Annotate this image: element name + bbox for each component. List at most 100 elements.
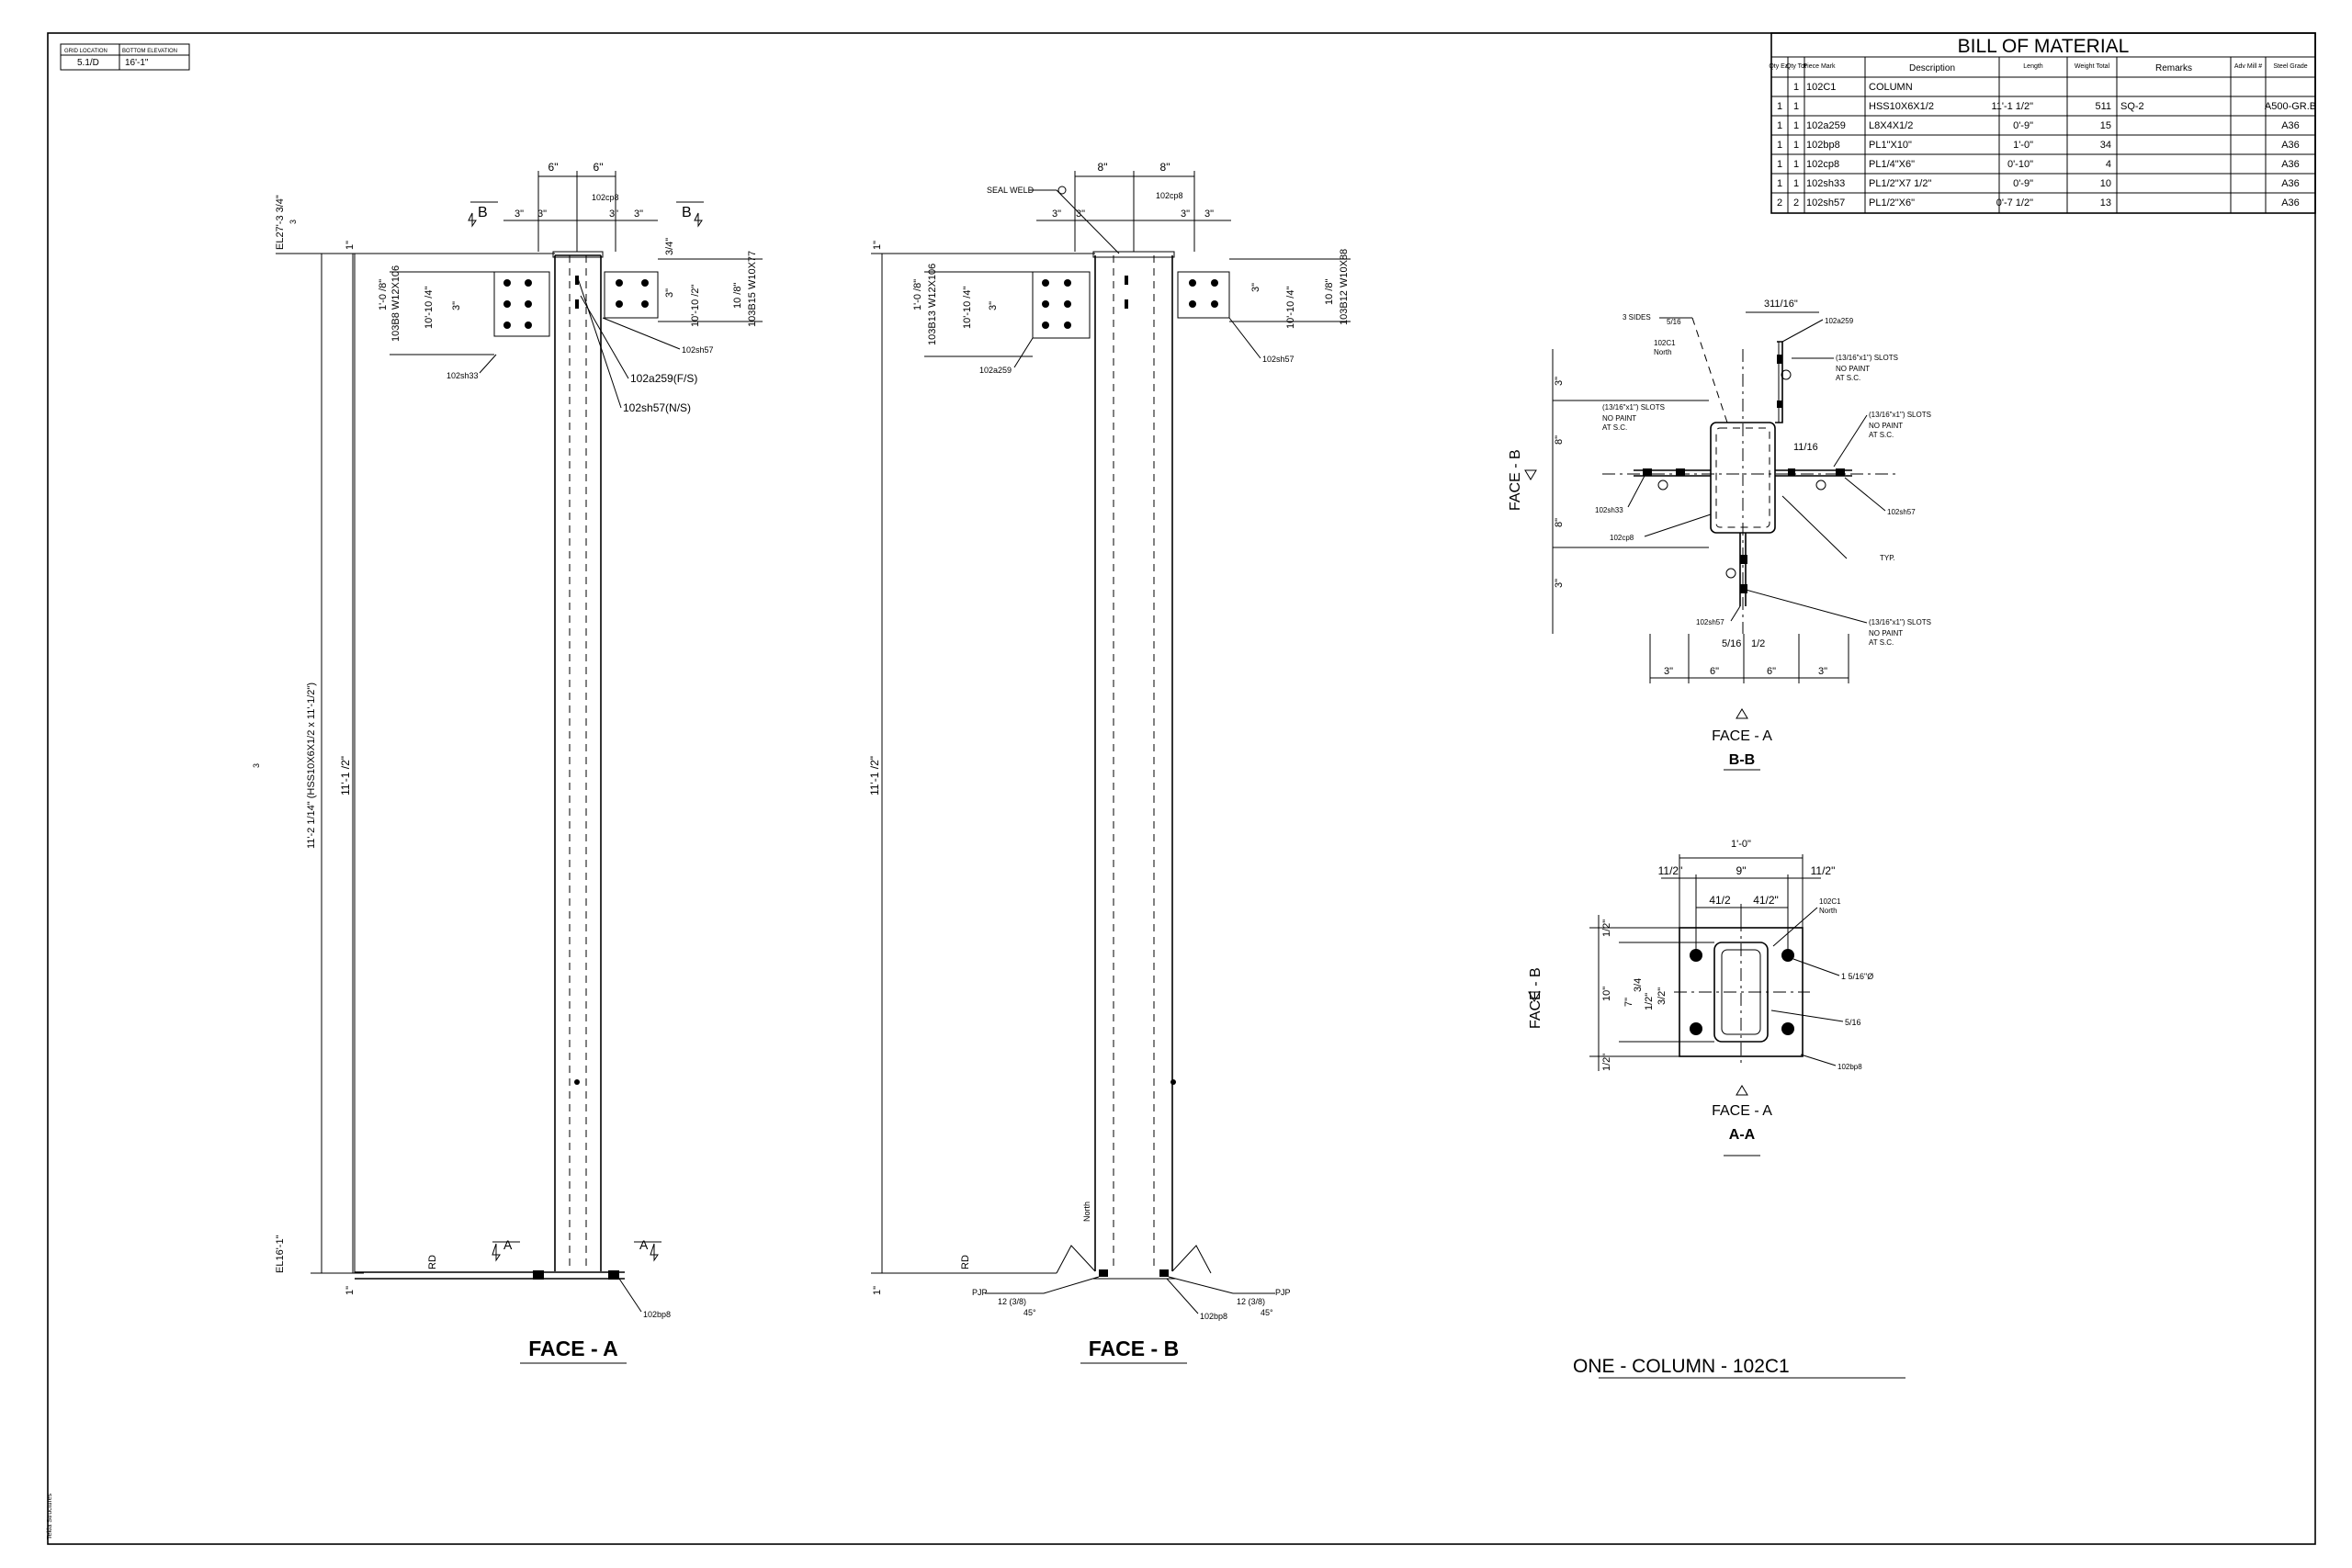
bb-dim-half: 1/2 xyxy=(1751,638,1765,649)
bom-cell: 4 xyxy=(2106,159,2111,170)
face-b-weld-size-right: 12 (3/8) xyxy=(1237,1297,1265,1306)
face-a-dim-3d: 3" xyxy=(634,209,643,220)
bb-no-paint-1: NO PAINT xyxy=(1836,365,1870,373)
bom-cell: 1 xyxy=(1793,120,1799,131)
aa-side-dim-2: 10" xyxy=(1601,987,1612,1001)
face-a-el-top: EL27'-3 3/4" xyxy=(275,195,286,250)
bom-cell: 0'-9" xyxy=(2013,178,2033,189)
face-a-a259: 102a259(F/S) xyxy=(630,372,697,385)
grid-location-block: GRID LOCATION BOTTOM ELEVATION 5.1/D 16'… xyxy=(60,43,190,71)
bb-slots-1: (13/16"x1") SLOTS xyxy=(1836,354,1898,362)
bom-header-cell: Qty Ea. xyxy=(1769,63,1790,70)
bb-face-b: FACE - B xyxy=(1508,449,1523,511)
face-a-overall-dim: 11'-2 1/14" (HSS10X6X1/2 x 11'-1/2") xyxy=(306,682,317,849)
aa-dim-inner-1: 41/2 xyxy=(1709,894,1731,907)
bom-cell: 102sh33 xyxy=(1806,178,1845,189)
bb-slots-2: (13/16"x1") SLOTS xyxy=(1602,403,1665,412)
bom-cell: 0'-7 1/2" xyxy=(1996,197,2033,209)
bottom-elevation-label: BOTTOM ELEVATION xyxy=(122,49,177,54)
bom-cell: PL1/2"X6" xyxy=(1869,197,1915,209)
bb-three-sides: 3 SIDES xyxy=(1623,313,1651,321)
bom-cell: 1 xyxy=(1777,178,1782,189)
face-a-beam-left-dim: 1'-0 /8" xyxy=(378,279,389,310)
bom-cell: 1 xyxy=(1777,120,1782,131)
face-a-dim-3a: 3" xyxy=(514,209,524,220)
bom-cell: 2 xyxy=(1793,197,1799,209)
bb-north: North xyxy=(1654,348,1672,356)
bom-cell: 1 xyxy=(1793,140,1799,151)
face-a-one-in-top: 1" xyxy=(345,241,356,250)
face-a-sh57-top: 102sh57 xyxy=(682,345,714,355)
bom-header-cell: Length xyxy=(2023,63,2043,70)
bb-cp8: 102cp8 xyxy=(1610,534,1634,542)
bom-cell: 0'-10" xyxy=(2007,159,2033,170)
aa-weld: 5/16 xyxy=(1845,1018,1861,1027)
bom-cell: 34 xyxy=(2100,140,2111,151)
bom-cell: 1'-0" xyxy=(2013,140,2033,151)
aa-inner-side-2: 3/4 xyxy=(1633,978,1644,992)
bb-top-dim: 311/16" xyxy=(1764,299,1798,310)
bom-cell: L8X4X1/2 xyxy=(1869,120,1913,131)
bb-at-sc-1: AT S.C. xyxy=(1836,374,1860,382)
bb-side-dim-3: 8" xyxy=(1554,518,1565,527)
bom-cell: SQ-2 xyxy=(2120,101,2144,112)
bb-no-paint-4: NO PAINT xyxy=(1869,629,1903,637)
aa-inner-side-3: 1/2" xyxy=(1644,993,1655,1010)
face-a-dim-3b: 3" xyxy=(537,209,547,220)
bom-cell: A500-GR.B xyxy=(2265,101,2316,112)
face-b-beam-left: 103B13 W12X106 xyxy=(927,264,938,345)
bb-typ: TYP. xyxy=(1880,554,1895,562)
face-b-a259: 102a259 xyxy=(979,366,1012,375)
face-a-cp8: 102cp8 xyxy=(592,193,619,202)
aa-dim-top-1: 11/2" xyxy=(1658,864,1683,877)
face-b-title: FACE - B xyxy=(1089,1337,1179,1360)
bom-cell: 11'-1 1/2" xyxy=(1991,101,2033,112)
face-a-view: 6" 6" 3" 3" 3" 3" 102cp8 B B 1'-0 /8" 10… xyxy=(252,161,763,1364)
face-b-dim-8b: 8" xyxy=(1160,161,1170,174)
bb-side-dim-2: 8" xyxy=(1554,435,1565,445)
bom-cell: 1 xyxy=(1777,101,1782,112)
bb-title: B-B xyxy=(1729,752,1755,768)
aa-c1: 102C1 xyxy=(1819,897,1841,906)
face-b-angle-left: 45° xyxy=(1023,1308,1036,1317)
face-b-dim-3d: 3" xyxy=(1204,209,1214,220)
face-b-beam-right-dim: 10'-10 /4" xyxy=(1285,287,1296,329)
aa-side-dim-3: 1/2" xyxy=(1601,1054,1612,1071)
aa-north: North xyxy=(1819,907,1838,915)
face-a-beam-right-dim2: 10 /8" xyxy=(732,283,743,309)
bb-slots-3: (13/16"x1") SLOTS xyxy=(1869,411,1931,419)
bb-sh57-bottom: 102sh57 xyxy=(1696,618,1724,626)
face-a-section-b-right: B xyxy=(682,205,692,220)
bom-header-cell: Qty Tot xyxy=(1786,63,1806,70)
face-b-dim-8a: 8" xyxy=(1098,161,1108,174)
bom-cell: 2 xyxy=(1777,197,1782,209)
face-b-one-in-bottom: 1" xyxy=(872,1286,883,1295)
face-b-dim-3a: 3" xyxy=(1052,209,1061,220)
face-a-dim-6b: 6" xyxy=(594,161,604,174)
aa-inner-side-1: 7" xyxy=(1623,998,1634,1007)
bb-bottom-dim-1: 3" xyxy=(1664,666,1673,677)
aa-dim-top-3: 11/2" xyxy=(1811,864,1836,877)
bb-weld-516: 5/16 xyxy=(1667,318,1681,326)
face-b-member-dim: 11'-1 /2" xyxy=(868,756,881,795)
section-aa-view: 1'-0" 11/2" 9" 11/2" 41/2 41/2" 102C1 No… xyxy=(1528,839,1873,1156)
bom-cell: 1 xyxy=(1793,101,1799,112)
face-a-three-quarter: 3/4" xyxy=(664,238,675,255)
bb-at-sc-4: AT S.C. xyxy=(1869,638,1894,647)
bb-face-a: FACE - A xyxy=(1712,728,1772,744)
face-b-beam-right: 103B12 W10X88 xyxy=(1339,249,1350,325)
face-b-weld-size-left: 12 (3/8) xyxy=(998,1297,1026,1306)
sheet-border xyxy=(47,32,2316,1545)
aa-hole: 1 5/16"Ø xyxy=(1841,972,1873,981)
face-a-rd: RD xyxy=(427,1255,438,1269)
face-b-rd: RD xyxy=(960,1255,971,1269)
face-a-dim-3c: 3" xyxy=(609,209,618,220)
bom-cell: COLUMN xyxy=(1869,82,1913,93)
bom-cell: 102C1 xyxy=(1806,82,1836,93)
bom-header-cell: Weight Total xyxy=(2075,63,2110,70)
bb-a259: 102a259 xyxy=(1825,317,1854,325)
face-b-angle-right: 45° xyxy=(1261,1308,1273,1317)
aa-dim-top-2: 9" xyxy=(1736,864,1747,877)
bb-no-paint-3: NO PAINT xyxy=(1869,422,1903,430)
